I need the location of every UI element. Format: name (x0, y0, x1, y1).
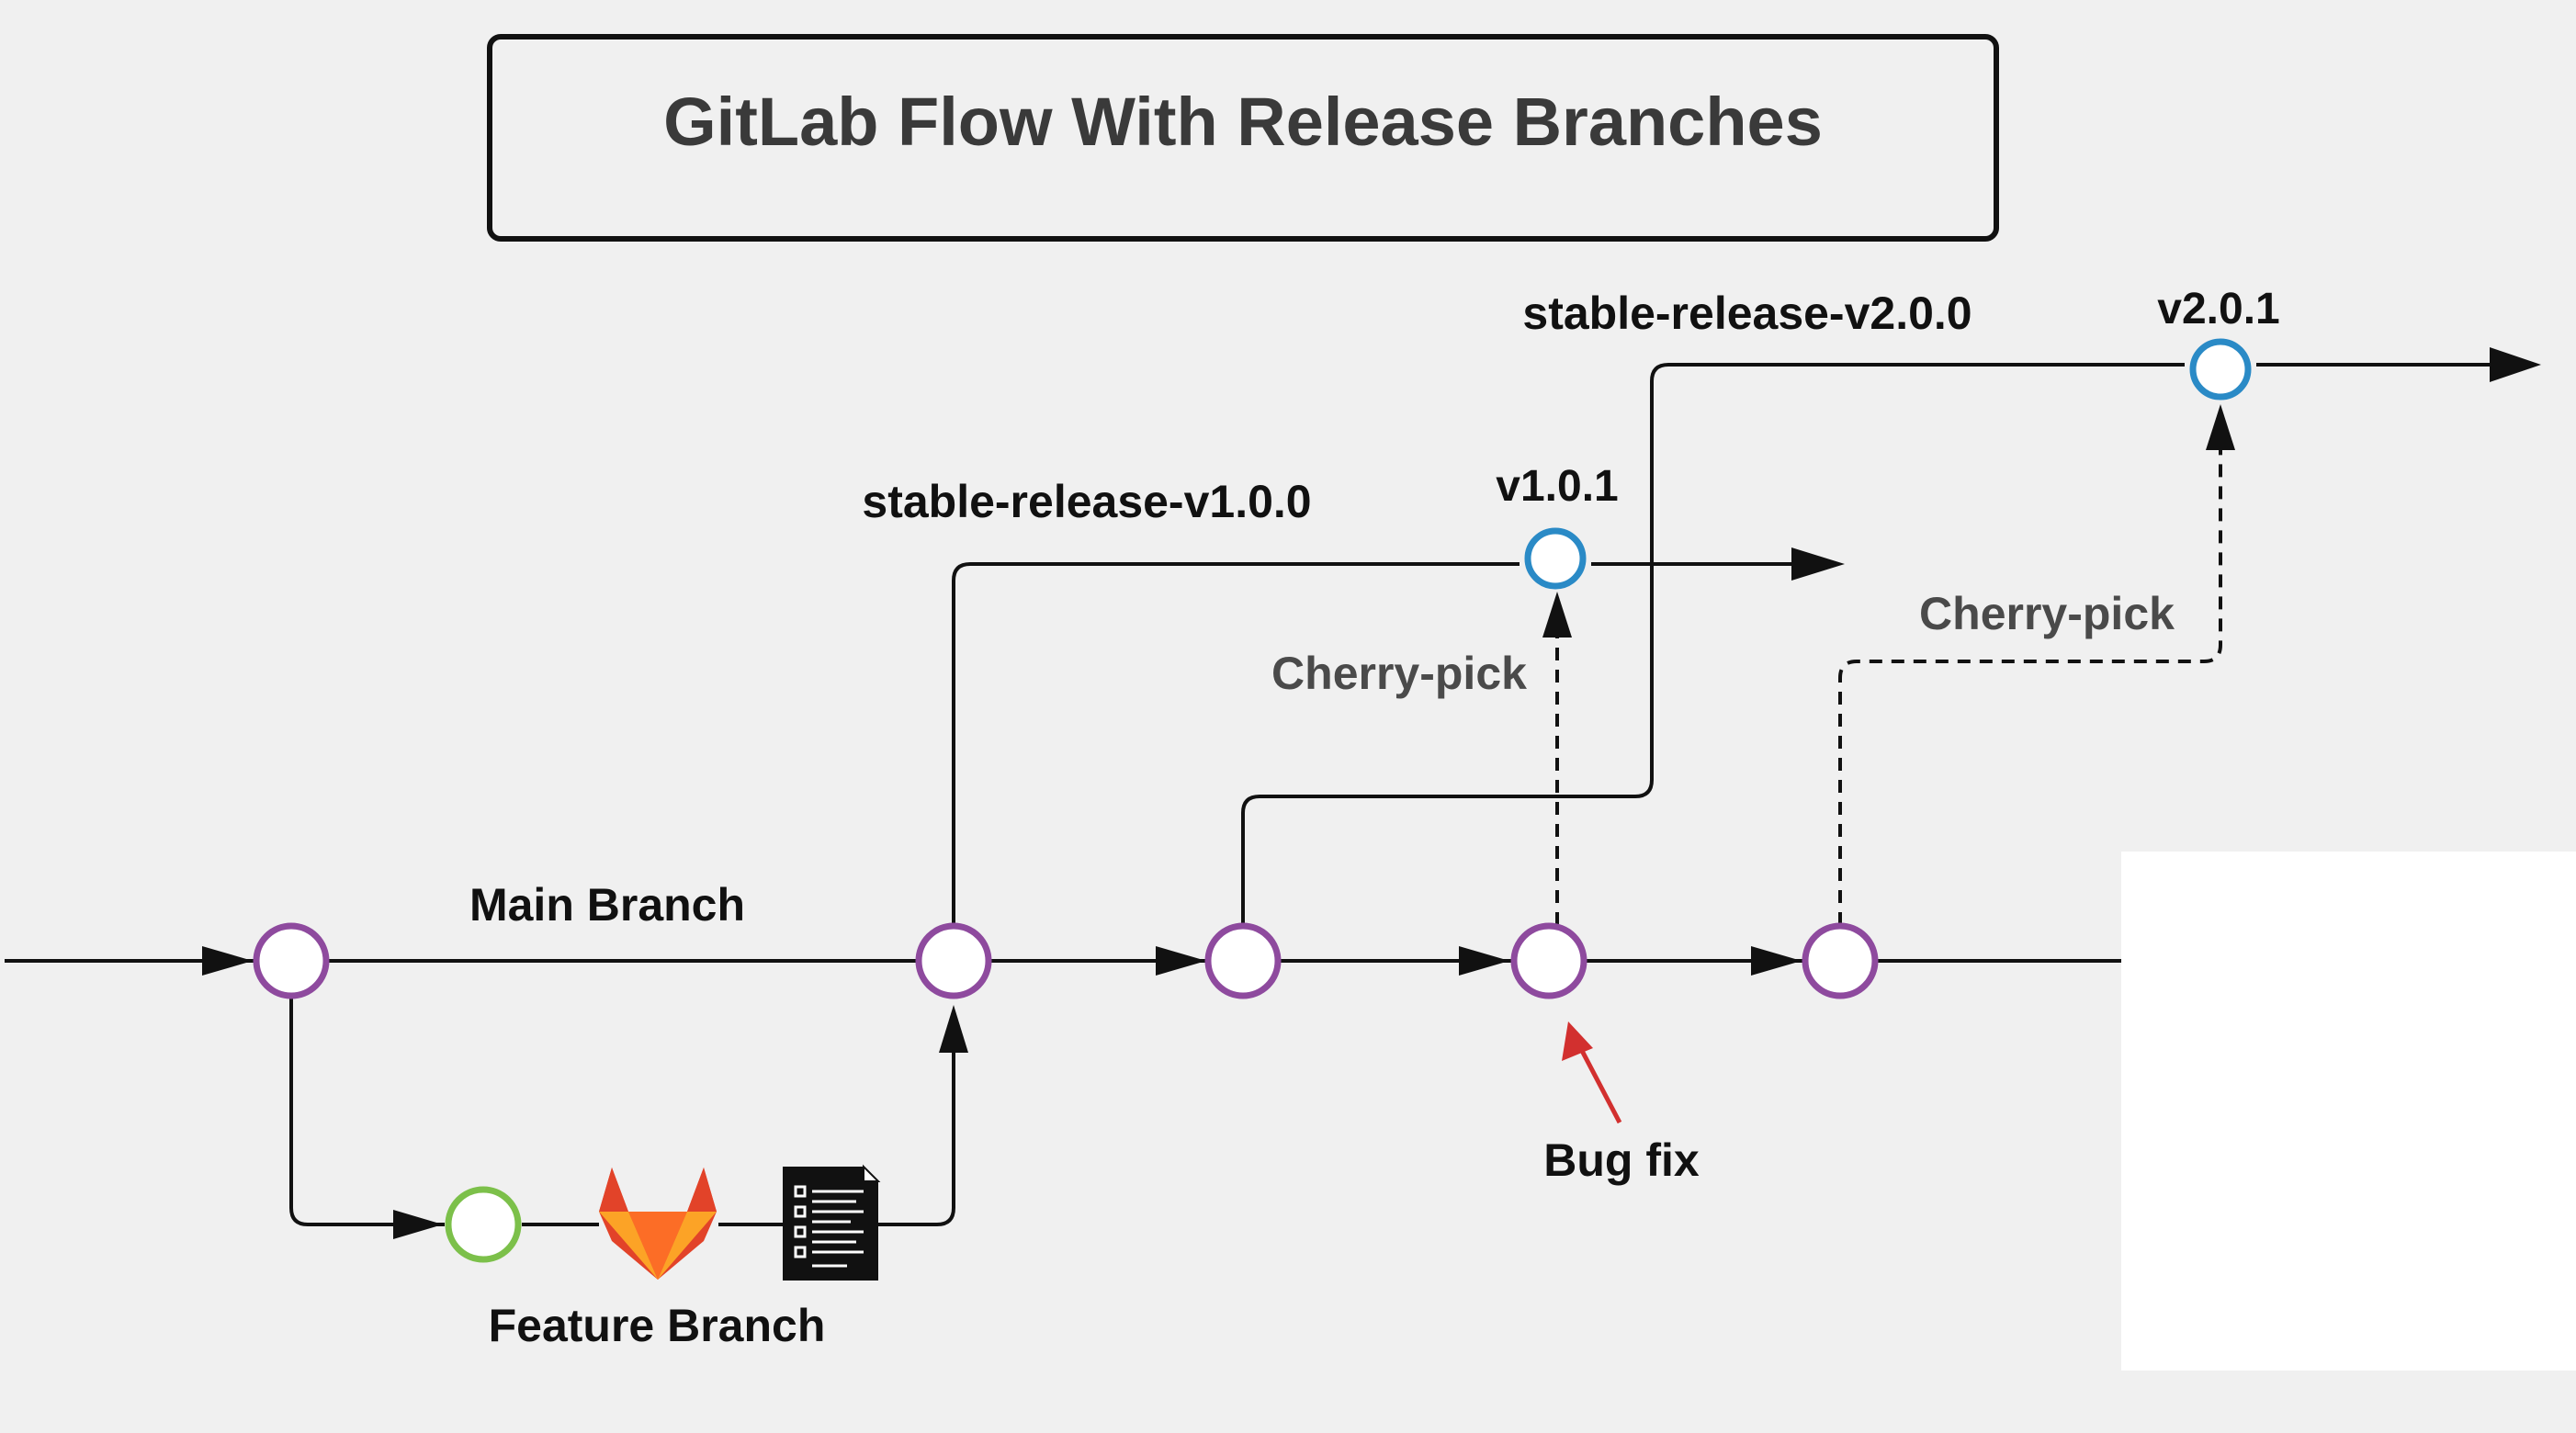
main-commit-3 (1204, 922, 1282, 999)
cherry-pick-2-line (1838, 441, 2222, 925)
blank-overlay-panel (2121, 852, 2576, 1371)
bug-fix-arrow-shaft (1577, 1045, 1622, 1124)
feature-branch-path (289, 997, 955, 1226)
cherry-pick-2-label: Cherry-pick (1919, 588, 2175, 639)
main-commits (253, 922, 1879, 999)
checklist-document-icon (783, 1164, 881, 1281)
main-commit-2 (915, 922, 992, 999)
cherry-pick-1-label: Cherry-pick (1271, 648, 1527, 699)
main-commit-4 (1510, 922, 1587, 999)
main-branch-arrowheads (202, 946, 1802, 976)
title-box (487, 34, 1999, 242)
gitlab-logo-icon (599, 1168, 717, 1280)
release-v1-label: stable-release-v1.0.0 (862, 476, 1311, 527)
tag-v101-label: v1.0.1 (1496, 462, 1618, 511)
tag-v201-commit (2189, 338, 2252, 401)
main-branch-label: Main Branch (469, 879, 745, 931)
release-v1-line (952, 562, 1801, 925)
feature-arrowhead-right (393, 1210, 443, 1239)
main-commit-5 (1802, 922, 1879, 999)
release-v2-arrowhead (2490, 347, 2541, 382)
bug-fix-label: Bug fix (1543, 1134, 1700, 1186)
tag-v101-commit (1524, 527, 1587, 590)
cherry-pick-1-arrowhead (1542, 592, 1572, 638)
cherry-pick-2-arrowhead (2206, 404, 2235, 450)
main-commit-1 (253, 922, 330, 999)
release-v2-line (1241, 363, 2499, 925)
feature-branch-label: Feature Branch (489, 1300, 826, 1351)
release-v2-label: stable-release-v2.0.0 (1522, 288, 1972, 339)
diagram-title: GitLab Flow With Release Branches (663, 84, 1823, 160)
feature-merge-arrowhead (939, 1005, 968, 1053)
tag-v201-label: v2.0.1 (2157, 285, 2279, 333)
feature-commit (445, 1186, 522, 1263)
bug-fix-arrowhead (1562, 1021, 1593, 1061)
release-v1-arrowhead (1791, 547, 1845, 581)
